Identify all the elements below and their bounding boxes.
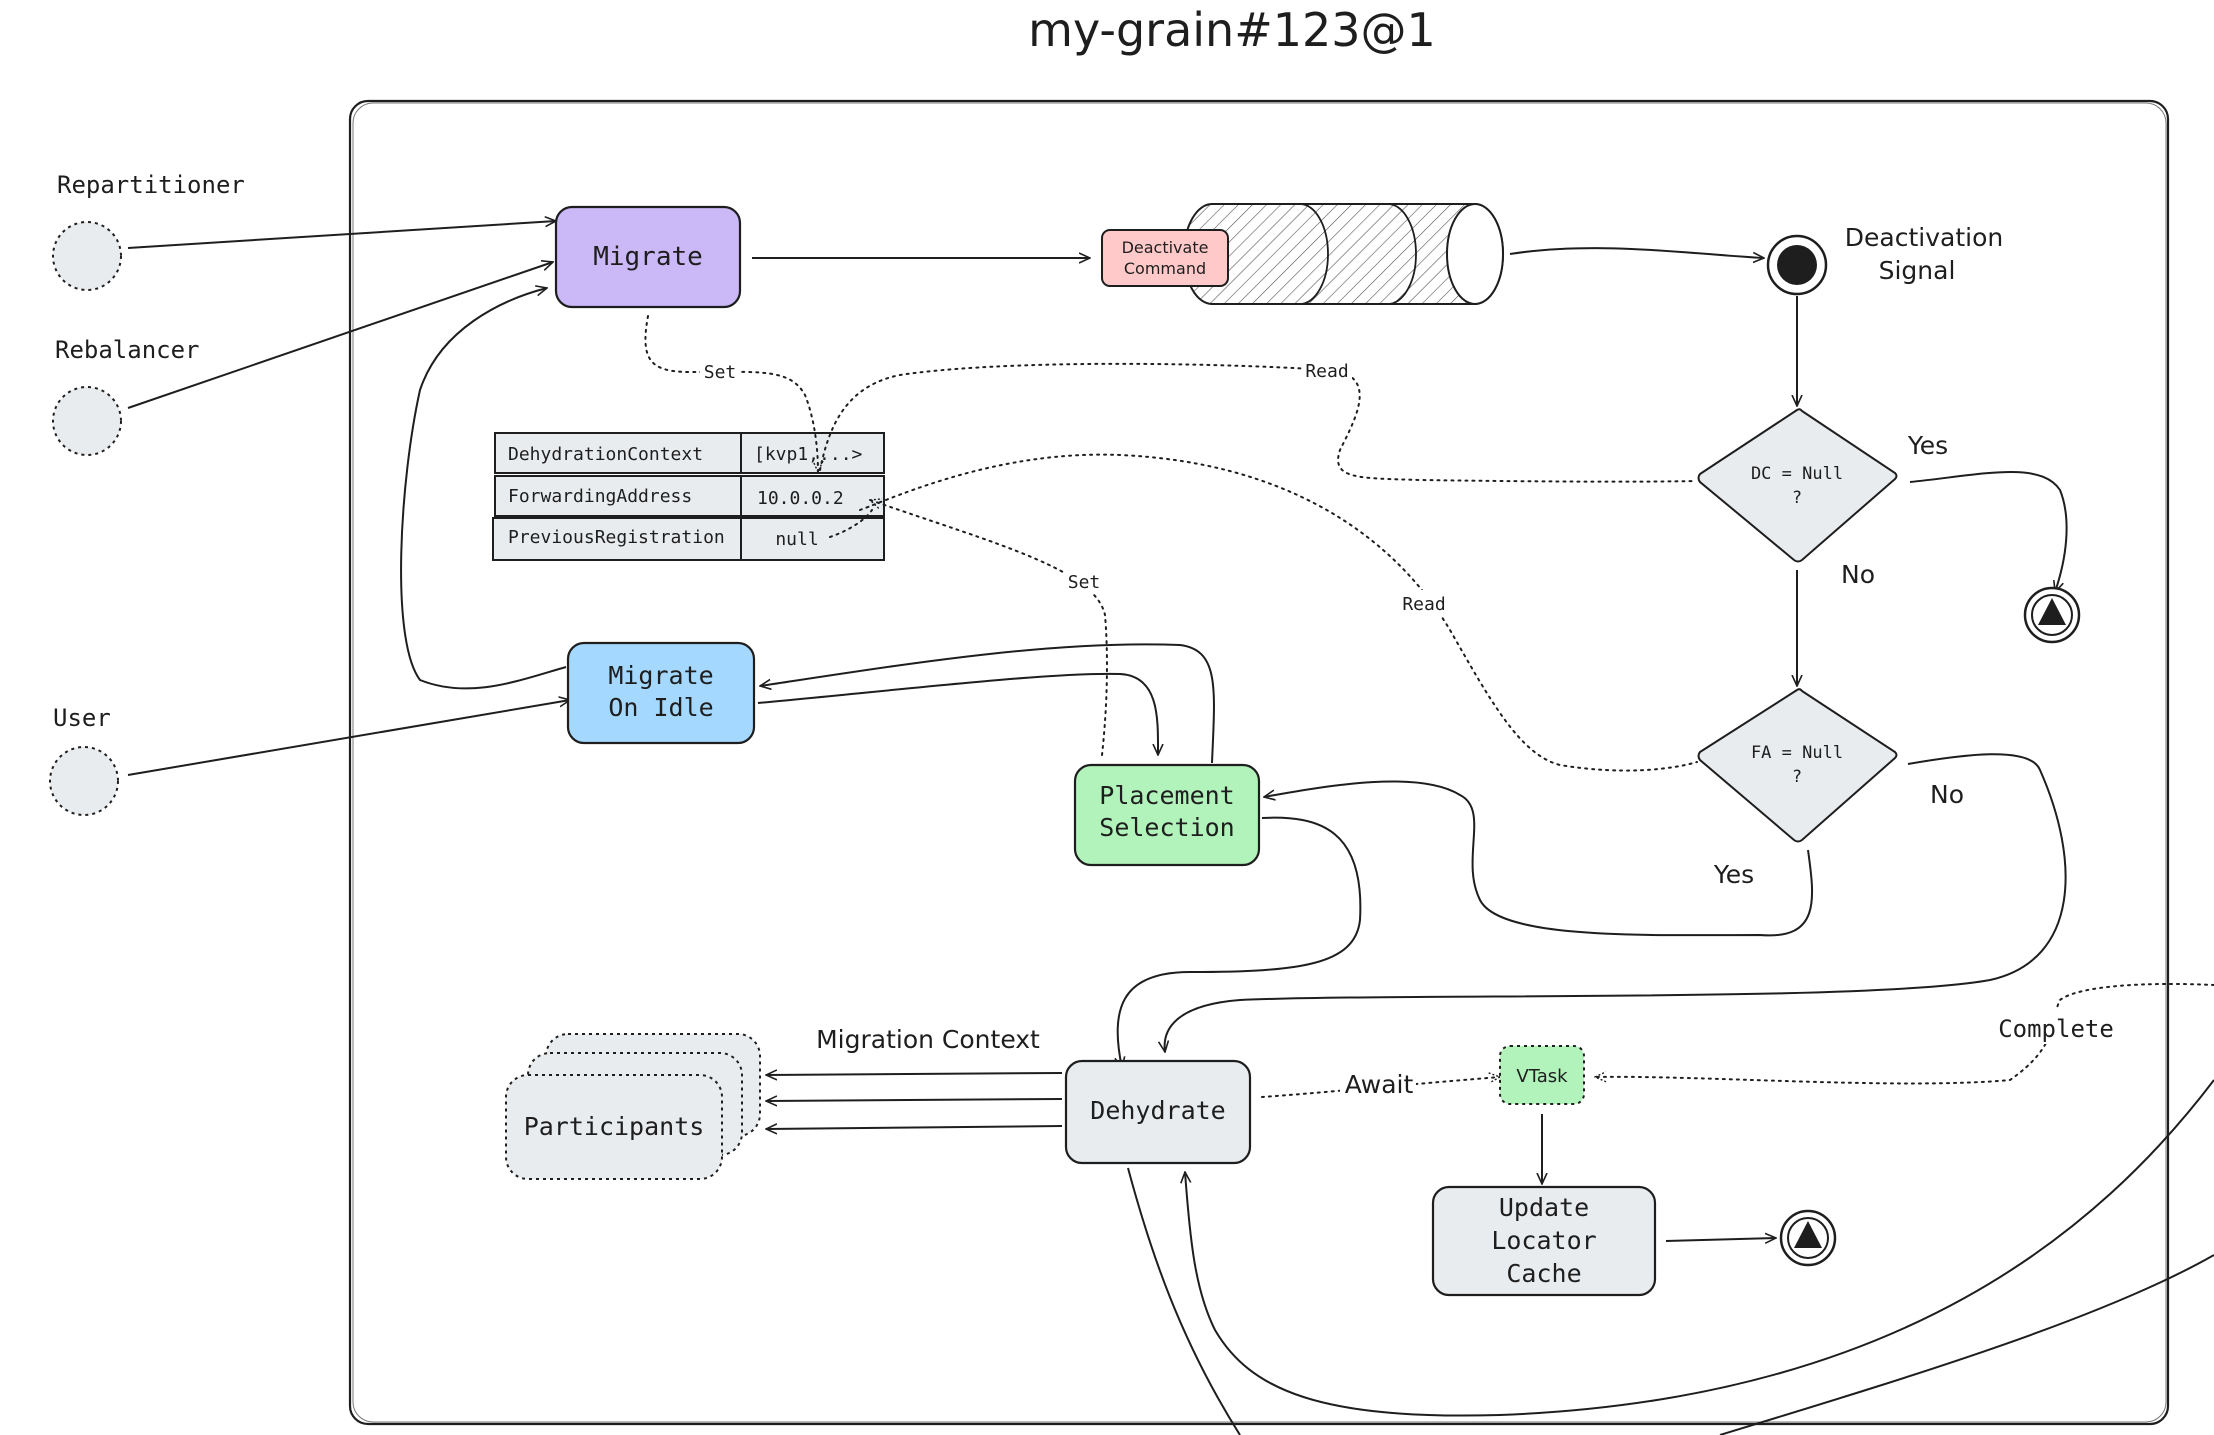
- edges-dataflow: [644, 315, 2214, 1098]
- end-node-dc: [2023, 586, 2081, 644]
- dc-null-decision[interactable]: DC = Null ?: [1697, 408, 1898, 563]
- edge-migrate-set-dc: [644, 315, 818, 472]
- edge-fa-no-dehydrate: [1165, 753, 2067, 1052]
- edges-external: [1127, 1079, 2214, 1435]
- edges-migration-context: [766, 1073, 1063, 1129]
- table-row-forwarding-address: ForwardingAddress 10.0.0.2: [494, 475, 885, 517]
- label-set-mid: Set: [1064, 568, 1104, 594]
- label-no-fa: No: [1930, 780, 1964, 809]
- label-set-top: Set: [700, 358, 740, 384]
- edge-complete-vtask: [1595, 982, 2214, 1085]
- table-key-forwarding-address: ForwardingAddress: [508, 486, 692, 507]
- label-yes-dc: Yes: [1907, 431, 1948, 460]
- label-read-mid: Read: [1400, 590, 1450, 616]
- fa-null-decision[interactable]: FA = Null ?: [1697, 688, 1898, 843]
- edge-placement-migrate-on-idle: [760, 643, 1215, 764]
- edge-user-migrate-on-idle: [127, 700, 570, 776]
- label-read-top: Read: [1302, 358, 1352, 384]
- command-queue: [1183, 202, 1504, 306]
- edge-queue-signal: [1509, 247, 1764, 258]
- label-yes-fa: Yes: [1713, 860, 1754, 889]
- table-row-dehydration-context: DehydrationContext [kvp1,...>: [494, 432, 885, 474]
- placement-selection-label-2: Selection: [1099, 813, 1234, 842]
- actor-user-node[interactable]: [49, 746, 119, 816]
- end-node-cache: [1779, 1209, 1837, 1267]
- edge-dc-yes-end: [1909, 471, 2068, 592]
- deactivation-signal-label-1: Deactivation: [1845, 223, 2003, 252]
- grain-state-table: DehydrationContext [kvp1,...> Forwarding…: [492, 432, 885, 561]
- vtask-node[interactable]: VTask: [1499, 1045, 1585, 1105]
- migrate-on-idle-label-2: On Idle: [608, 693, 713, 722]
- migrate-label: Migrate: [593, 242, 703, 272]
- table-value-forwarding-address: 10.0.0.2: [757, 488, 844, 509]
- edge-dehydrate-exit: [1127, 1167, 1241, 1435]
- migrate-node[interactable]: Migrate: [554, 205, 742, 309]
- migrate-on-idle-node[interactable]: Migrate On Idle: [566, 641, 756, 745]
- label-set-top-text: Set: [704, 362, 737, 383]
- edge-update-cache-end: [1665, 1238, 1776, 1241]
- edge-dehydrate-await-vtask: [1261, 1077, 1500, 1098]
- edge-exit-bottom-right: [1719, 1254, 2214, 1435]
- placement-selection-label-1: Placement: [1099, 781, 1234, 810]
- dehydrate-node[interactable]: Dehydrate: [1064, 1059, 1252, 1165]
- participants-node[interactable]: Participants: [505, 1033, 761, 1180]
- label-complete: Complete: [1992, 1010, 2122, 1044]
- edge-repartitioner-migrate: [127, 221, 556, 249]
- edge-prev-registration: [829, 509, 873, 538]
- edge-placement-set-fa: [870, 500, 1108, 756]
- grain-boundary: [348, 99, 2170, 1426]
- edge-migrate-on-idle-placement: [757, 672, 1158, 755]
- actor-rebalancer[interactable]: Rebalancer: [52, 336, 200, 456]
- actor-repartitioner-node[interactable]: [52, 221, 122, 291]
- label-await-text: Await: [1345, 1070, 1414, 1099]
- dc-null-label-1: DC = Null: [1751, 464, 1843, 484]
- edge-placement-dehydrate: [1118, 816, 1362, 1068]
- table-row-previous-registration: PreviousRegistration null: [492, 517, 885, 561]
- update-locator-cache-node[interactable]: Update Locator Cache: [1431, 1185, 1657, 1297]
- edge-dc-read-decision: [819, 362, 1696, 483]
- fa-null-label-1: FA = Null: [1751, 743, 1843, 763]
- edges-actors: [127, 221, 570, 776]
- deactivation-signal-label-2: Signal: [1879, 256, 1956, 285]
- diagram-title: my-grain#123@1: [1028, 3, 1436, 57]
- edge-fa-yes-placement: [1264, 780, 1814, 937]
- table-key-dehydration-context: DehydrationContext: [508, 444, 703, 465]
- placement-selection-node[interactable]: Placement Selection: [1073, 763, 1261, 867]
- update-locator-cache-label-1: Update: [1499, 1193, 1589, 1222]
- label-no-dc: No: [1841, 560, 1875, 589]
- edge-migrate-on-idle-migrate: [400, 288, 567, 690]
- deactivation-signal-node[interactable]: Deactivation Signal: [1766, 223, 2003, 296]
- update-locator-cache-label-3: Cache: [1506, 1259, 1581, 1288]
- fa-null-label-2: ?: [1792, 767, 1802, 787]
- actor-rebalancer-label: Rebalancer: [55, 336, 200, 364]
- actor-user-label: User: [53, 704, 111, 732]
- update-locator-cache-label-2: Locator: [1491, 1226, 1596, 1255]
- label-migration-context: Migration Context: [816, 1025, 1040, 1054]
- label-await: Await: [1340, 1068, 1416, 1100]
- deactivate-command-label-1: Deactivate: [1122, 238, 1209, 257]
- dehydrate-label: Dehydrate: [1090, 1096, 1225, 1125]
- label-set-mid-text: Set: [1068, 572, 1101, 593]
- actor-repartitioner-label: Repartitioner: [57, 171, 245, 199]
- migrate-on-idle-label-1: Migrate: [608, 661, 713, 690]
- table-value-dehydration-context: [kvp1,...>: [754, 444, 863, 465]
- participants-label: Participants: [524, 1112, 705, 1141]
- edge-fa-read-decision: [859, 453, 1698, 772]
- deactivate-command-node[interactable]: Deactivate Command: [1101, 229, 1229, 287]
- table-key-previous-registration: PreviousRegistration: [508, 527, 725, 548]
- deactivate-command-label-2: Command: [1124, 259, 1206, 278]
- table-value-previous-registration: null: [775, 529, 818, 550]
- dc-null-label-2: ?: [1792, 488, 1802, 508]
- label-read-top-text: Read: [1305, 361, 1348, 382]
- edge-rebalancer-migrate: [127, 262, 553, 409]
- vtask-label: VTask: [1516, 1066, 1568, 1087]
- edge-return-dehydrate: [1185, 1079, 2214, 1417]
- actor-user[interactable]: User: [49, 704, 119, 816]
- actor-repartitioner[interactable]: Repartitioner: [52, 171, 245, 291]
- label-read-mid-text: Read: [1402, 594, 1445, 615]
- actor-rebalancer-node[interactable]: [52, 386, 122, 456]
- label-complete-text: Complete: [1998, 1015, 2114, 1043]
